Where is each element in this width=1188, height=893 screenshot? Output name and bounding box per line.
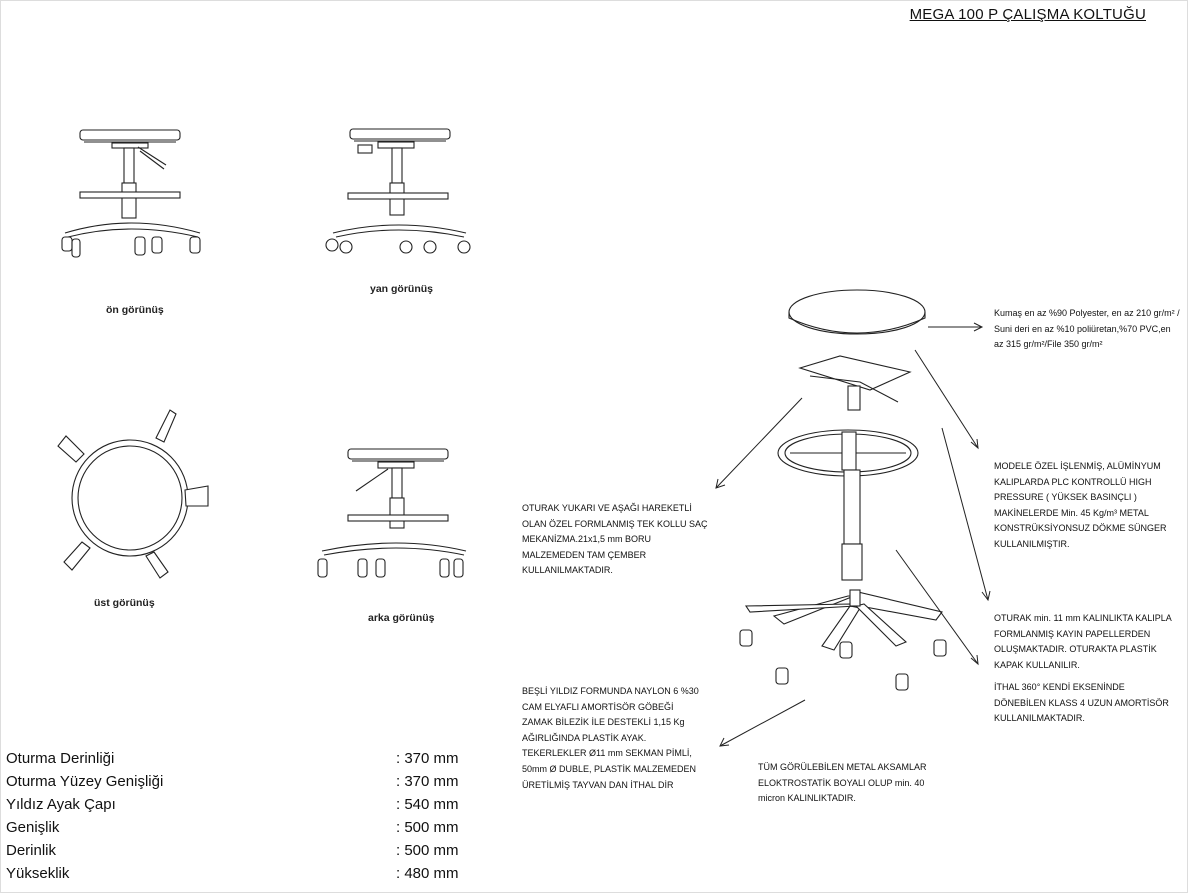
spec-label: Yıldız Ayak Çapı xyxy=(6,796,116,813)
spec-label: Oturma Derinliği xyxy=(6,750,115,767)
spec-row: Yıldız Ayak Çapı : 540 mm xyxy=(6,796,461,819)
spec-label: Oturma Yüzey Genişliği xyxy=(6,773,164,790)
spec-row: Oturma Yüzey Genişliği : 370 mm xyxy=(6,773,461,796)
side-view-label: yan görünüş xyxy=(370,283,434,295)
spec-value: : 540 mm xyxy=(396,796,459,813)
exploded-view-drawing xyxy=(715,289,991,747)
fabric-note: Kumaş en az %90 Polyester, en az 210 gr/… xyxy=(994,308,1180,350)
mechanism-note: OTURAK YUKARI VE AŞAĞI HAREKETLİ OLAN ÖZ… xyxy=(522,503,708,576)
foam-note: MODELE ÖZEL İŞLENMİŞ, ALÜMİNYUM KALIPLAR… xyxy=(994,461,1167,549)
spec-row: Derinlik : 500 mm xyxy=(6,842,461,865)
spec-label: Genişlik xyxy=(6,819,60,836)
page-title: MEGA 100 P ÇALIŞMA KOLTUĞU xyxy=(909,6,1146,23)
spec-value: : 480 mm xyxy=(396,865,459,882)
gaslift-note: İTHAL 360° KENDİ EKSENİNDE DÖNEBİLEN KLA… xyxy=(994,682,1169,724)
top-view-drawing xyxy=(57,409,209,579)
top-view-label: üst görünüş xyxy=(94,597,155,609)
spec-row: Genişlik : 500 mm xyxy=(6,819,461,842)
spec-row: Oturma Derinliği : 370 mm xyxy=(6,750,461,773)
spec-value: : 370 mm xyxy=(396,773,459,790)
front-view-label: ön görünüş xyxy=(106,304,164,316)
spec-label: Derinlik xyxy=(6,842,57,859)
spec-value: : 500 mm xyxy=(396,819,459,836)
spec-row: Yükseklik : 480 mm xyxy=(6,865,461,888)
side-view-drawing xyxy=(325,128,471,254)
seat-note: OTURAK min. 11 mm KALINLIKTA KALIPLA FOR… xyxy=(994,613,1172,670)
front-view-drawing xyxy=(61,129,201,258)
back-view-label: arka görünüş xyxy=(368,612,435,624)
base-note: BEŞLİ YILDIZ FORMUNDA NAYLON 6 %30 CAM E… xyxy=(522,686,699,790)
back-view-drawing xyxy=(317,448,467,578)
spec-value: : 370 mm xyxy=(396,750,459,767)
spec-value: : 500 mm xyxy=(396,842,459,859)
metal-note: TÜM GÖRÜLEBİLEN METAL AKSAMLAR ELOKTROST… xyxy=(758,762,927,804)
spec-label: Yükseklik xyxy=(6,865,70,882)
